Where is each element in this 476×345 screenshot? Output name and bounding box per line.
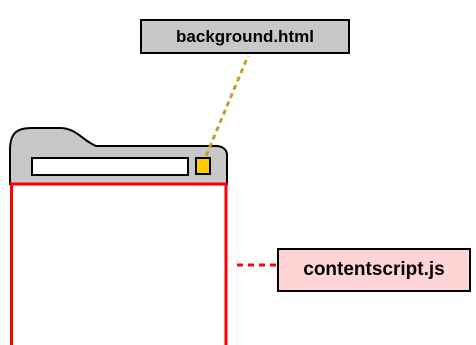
web-page-content-area — [10, 182, 228, 345]
background-page-label: background.html — [140, 19, 350, 54]
background-connector-line — [204, 55, 250, 157]
address-bar — [31, 157, 189, 176]
extension-icon — [195, 157, 211, 175]
content-script-label: contentscript.js — [277, 248, 471, 292]
